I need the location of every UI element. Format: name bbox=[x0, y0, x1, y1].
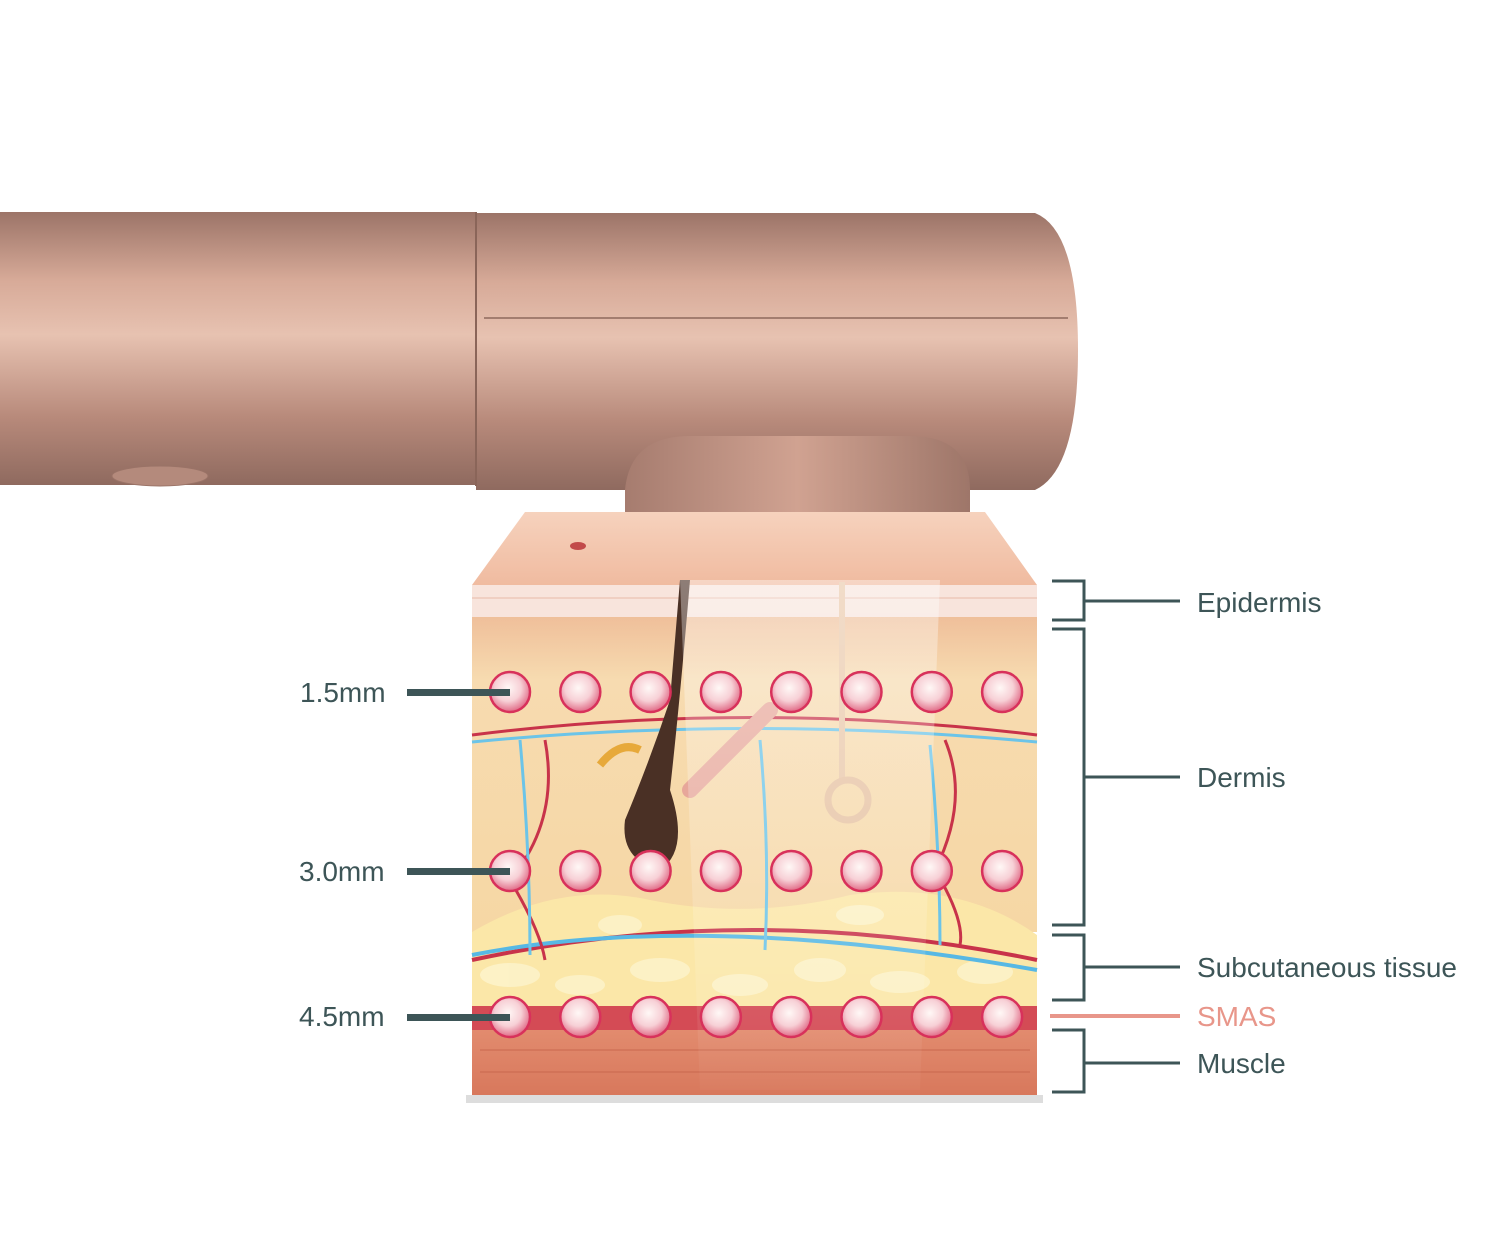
focal-point-row1-6 bbox=[840, 670, 883, 714]
focal-point-row1-8 bbox=[980, 670, 1024, 714]
focal-point-row3-7 bbox=[910, 995, 954, 1039]
depth-pointer-2 bbox=[407, 868, 510, 875]
focal-point-row1-7 bbox=[910, 670, 954, 714]
focal-point-row2-8 bbox=[980, 849, 1024, 893]
focal-point-row2-3 bbox=[629, 849, 672, 893]
focal-point-row1-3 bbox=[629, 670, 672, 714]
device-head bbox=[476, 213, 1078, 490]
depth-label-2: 3.0mm bbox=[299, 856, 385, 887]
bracket-epidermis bbox=[1052, 579, 1180, 622]
focal-points bbox=[488, 670, 1024, 1039]
focal-point-row2-6 bbox=[840, 849, 883, 893]
focal-point-row3-6 bbox=[840, 995, 883, 1039]
focal-point-row3-4 bbox=[699, 995, 743, 1039]
device-handle bbox=[0, 212, 476, 485]
label-muscle: Muscle bbox=[1197, 1048, 1286, 1079]
focal-point-row3-8 bbox=[980, 995, 1024, 1039]
depth-pointer-1 bbox=[407, 689, 510, 696]
depth-pointer-3 bbox=[407, 1014, 510, 1021]
sebaceous-gland bbox=[596, 743, 642, 768]
label-subcutaneous: Subcutaneous tissue bbox=[1197, 952, 1457, 983]
bracket-muscle bbox=[1052, 1028, 1180, 1094]
hair-follicle bbox=[624, 580, 690, 870]
focal-point-row2-4 bbox=[699, 849, 743, 893]
focal-point-row3-5 bbox=[769, 995, 813, 1039]
label-epidermis: Epidermis bbox=[1197, 587, 1322, 618]
focal-point-row1-4 bbox=[699, 670, 743, 714]
focal-point-row1-2 bbox=[559, 670, 602, 714]
skin-surface bbox=[472, 512, 1037, 585]
focal-point-row2-2 bbox=[559, 849, 602, 893]
focal-point-row2-7 bbox=[910, 849, 954, 893]
skin-cross-section bbox=[466, 512, 1043, 1103]
depth-label-3: 4.5mm bbox=[299, 1001, 385, 1032]
label-dermis: Dermis bbox=[1197, 762, 1286, 793]
bracket-subcutaneous bbox=[1052, 933, 1180, 1002]
focal-point-row3-3 bbox=[629, 995, 672, 1039]
focal-point-row1-5 bbox=[769, 670, 813, 714]
focal-point-row3-2 bbox=[559, 995, 602, 1039]
focal-point-row2-5 bbox=[769, 849, 813, 893]
depth-label-1: 1.5mm bbox=[300, 677, 386, 708]
label-smas: SMAS bbox=[1197, 1001, 1277, 1032]
bracket-dermis bbox=[1052, 627, 1180, 927]
device-button bbox=[111, 465, 209, 487]
